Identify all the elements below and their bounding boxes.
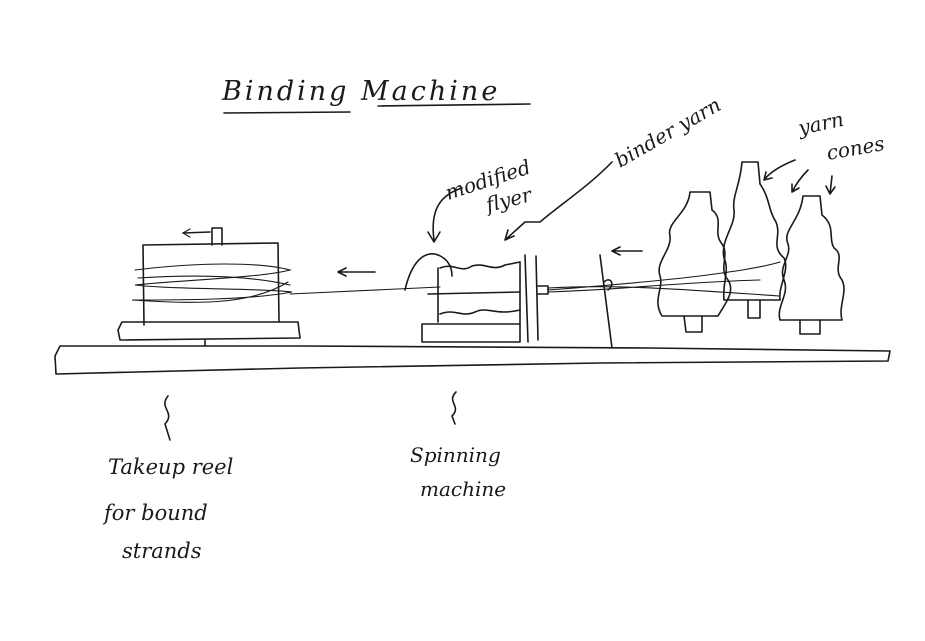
diagram-title: Binding Machine (221, 76, 500, 107)
yarn-cone-1 (657, 191, 732, 333)
label-takeup-2: for bound (102, 501, 208, 525)
title-underline-2 (377, 103, 531, 107)
label-yarn: yarn (795, 107, 846, 140)
yarn-guide (599, 254, 613, 349)
title-underline-1 (223, 111, 351, 114)
modified-flyer (404, 253, 453, 291)
arrow-left-2 (611, 246, 643, 256)
yarn-cone-3 (778, 195, 845, 335)
label-binder-yarn: binder yarn (611, 92, 725, 172)
cone-pointer-3 (825, 175, 836, 195)
takeup-reel (117, 227, 301, 347)
takeup-squiggle (164, 395, 171, 441)
cone-pointer-1 (763, 159, 796, 181)
label-spinning: Spinning (410, 443, 501, 467)
spinning-squiggle (451, 391, 457, 425)
cone-pointer-2 (791, 169, 809, 193)
label-cones: cones (825, 131, 887, 165)
spinning-machine (404, 253, 549, 343)
bound-strand (289, 286, 441, 295)
label-takeup-1: Takeup reel (108, 455, 233, 479)
binder-yarn-pointer-arrow (504, 161, 613, 241)
label-takeup-3: strands (122, 539, 202, 563)
base-board (54, 345, 891, 375)
yarn-strands (547, 261, 781, 297)
yarn-cone-2 (722, 161, 787, 319)
flyer-pointer-arrow (427, 187, 463, 243)
label-machine: machine (420, 477, 506, 501)
arrow-left-1 (337, 267, 376, 277)
